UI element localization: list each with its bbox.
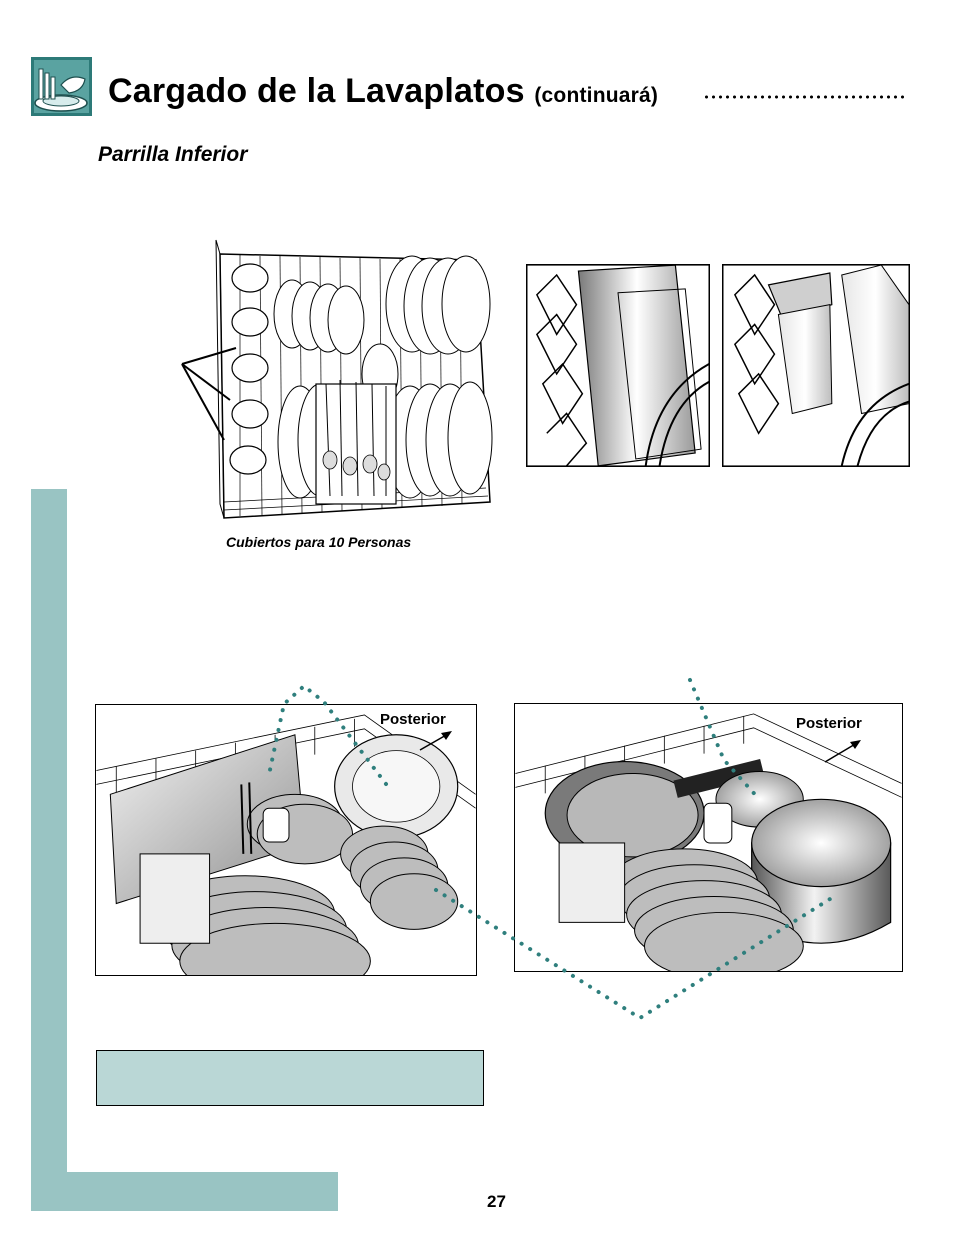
lower-rack-full-load-illustration: [181, 239, 493, 519]
section-title: Parrilla Inferior: [98, 143, 248, 166]
title-main: Cargado de la Lavaplatos: [108, 72, 525, 110]
figure-caption: Cubiertos para 10 Personas: [226, 534, 412, 550]
rear-direction-label-left: Posterior: [380, 711, 446, 728]
page-number: 27: [487, 1192, 506, 1211]
page-title: Cargado de la Lavaplatos (continuará): [108, 72, 658, 111]
rack-detail-sheet-illustration: [526, 264, 710, 467]
rear-direction-label-right: Posterior: [796, 715, 862, 732]
note-box: [96, 1050, 484, 1106]
rear-arrow-icon-right: [824, 740, 861, 763]
bottom-band: [31, 1172, 338, 1211]
dishes-logo-icon: [31, 57, 92, 116]
sidebar-band: [31, 489, 67, 1211]
title-suffix: (continuará): [534, 84, 659, 107]
rack-detail-glasses-illustration: [722, 264, 910, 467]
title-dot-leader: [703, 94, 908, 100]
rear-arrow-icon-left: [419, 731, 452, 751]
